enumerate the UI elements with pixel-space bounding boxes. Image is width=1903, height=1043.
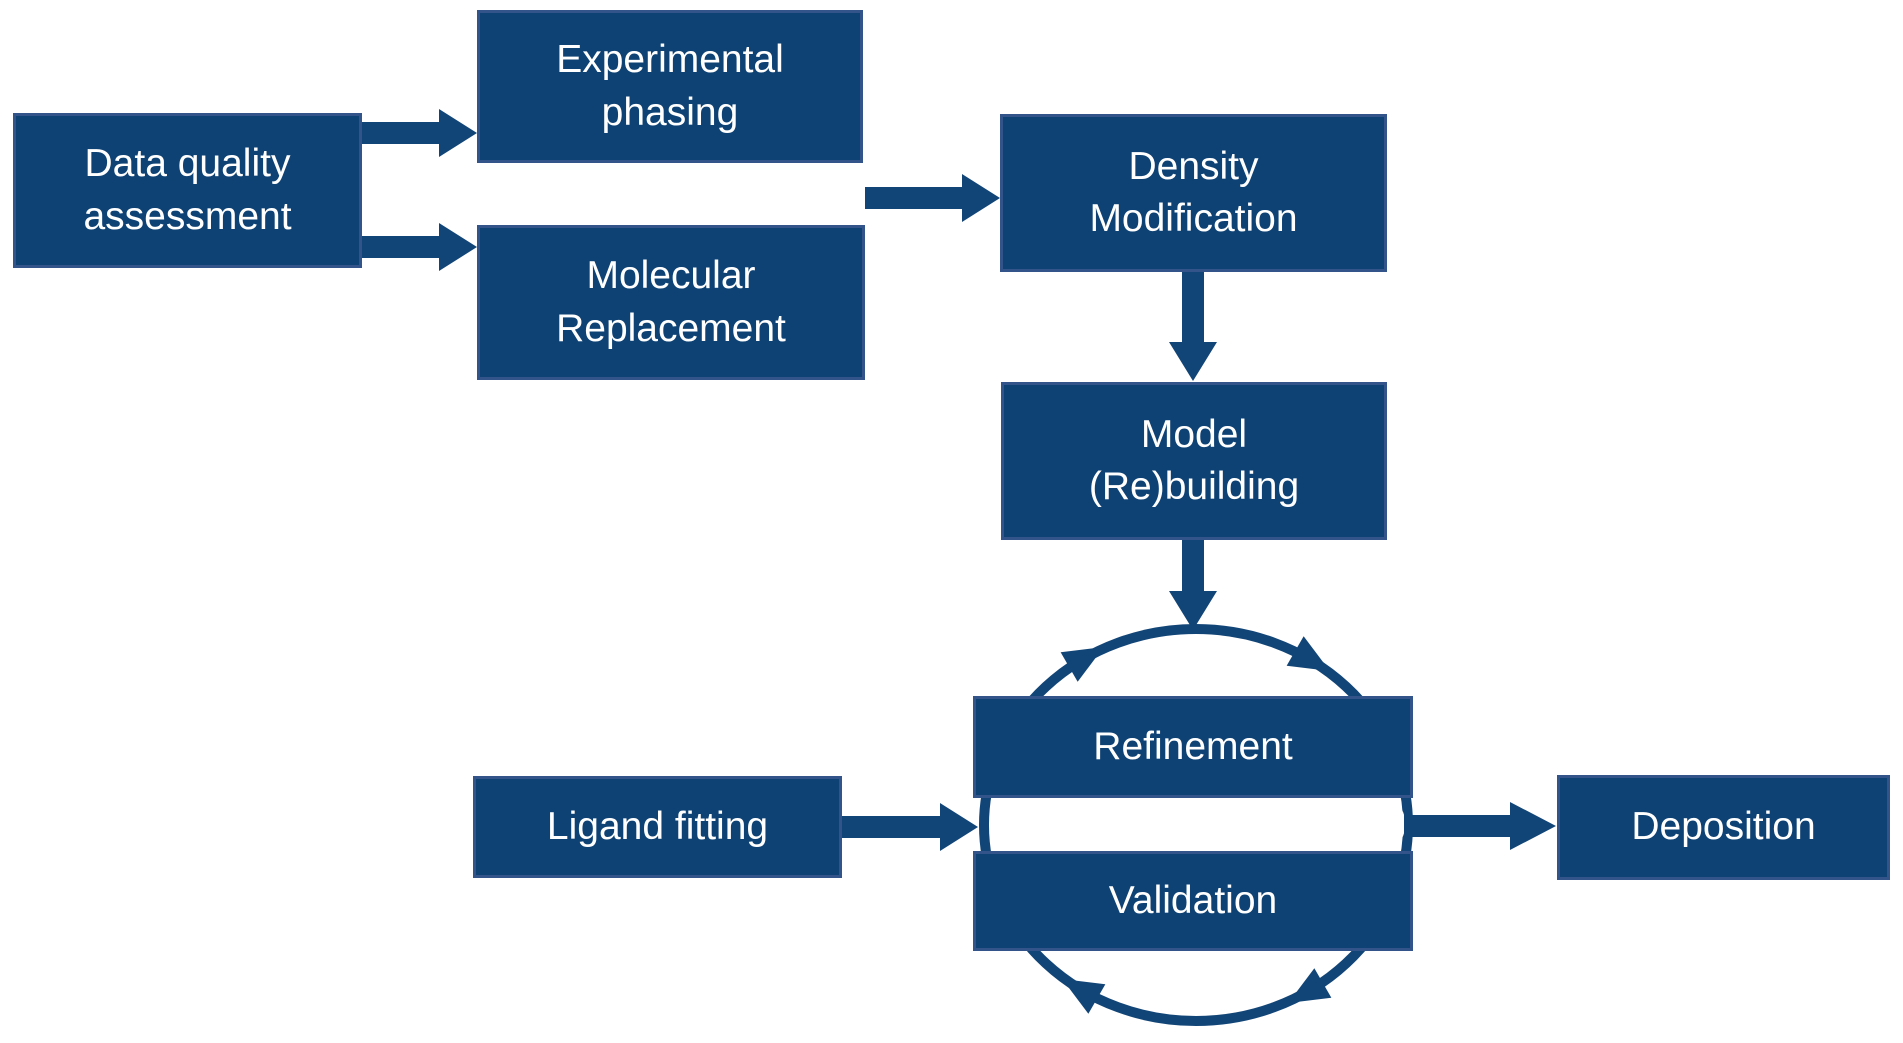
node-label: Model (Re)building bbox=[1088, 412, 1300, 508]
arrow-phasing-to-density bbox=[865, 174, 1000, 222]
node-label: Data quality assessment bbox=[83, 142, 292, 238]
cycle-arrowhead-bottom-right-icon bbox=[1288, 968, 1332, 1003]
arrow-dataquality-to-molecular bbox=[362, 223, 477, 271]
node-refinement: Refinement bbox=[973, 696, 1413, 798]
arrow-dataquality-to-experimental bbox=[362, 109, 477, 157]
arrow-density-to-model bbox=[1169, 268, 1217, 381]
node-label: Density Modification bbox=[1089, 144, 1298, 240]
node-experimental-phasing: Experimental phasing bbox=[477, 10, 863, 163]
node-model-rebuilding: Model (Re)building bbox=[1001, 382, 1387, 540]
node-validation: Validation bbox=[973, 851, 1413, 951]
node-data-quality-assessment: Data quality assessment bbox=[13, 113, 362, 268]
arrow-cycle-to-deposition bbox=[1404, 802, 1556, 850]
node-label: Molecular Replacement bbox=[556, 254, 786, 350]
arrow-model-to-cycle bbox=[1169, 538, 1217, 630]
cycle-arrowhead-top-left-icon bbox=[1060, 647, 1104, 682]
node-deposition: Deposition bbox=[1557, 775, 1890, 880]
arrow-ligand-to-cycle bbox=[842, 803, 978, 851]
node-molecular-replacement: Molecular Replacement bbox=[477, 225, 865, 380]
node-density-modification: Density Modification bbox=[1000, 114, 1387, 272]
node-label: Experimental phasing bbox=[556, 38, 784, 134]
node-label: Refinement bbox=[1093, 724, 1293, 768]
node-ligand-fitting: Ligand fitting bbox=[473, 776, 842, 878]
node-label: Deposition bbox=[1631, 805, 1816, 849]
node-label: Validation bbox=[1108, 878, 1278, 922]
cycle-divider-band bbox=[991, 799, 1405, 849]
cycle-arrowhead-bottom-left-icon bbox=[1062, 979, 1106, 1014]
node-label: Ligand fitting bbox=[546, 804, 769, 848]
cycle-arrowhead-top-right-icon bbox=[1286, 636, 1330, 671]
